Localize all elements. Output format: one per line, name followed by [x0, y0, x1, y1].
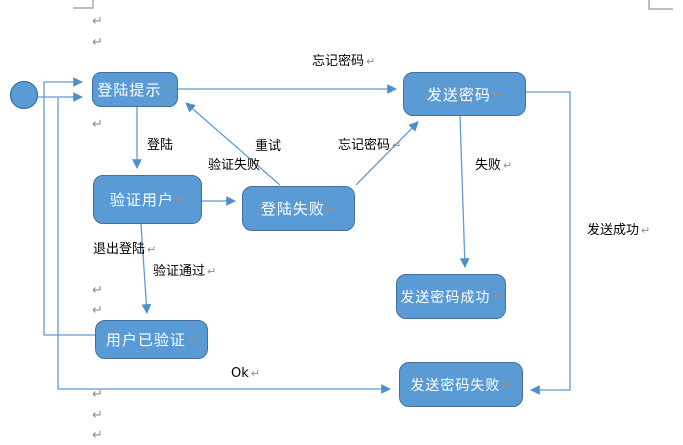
state-login-prompt[interactable]: 登陆提示↵ — [92, 72, 178, 107]
edge-label-forgot-password-top[interactable]: 忘记密码↵ — [312, 54, 376, 69]
edge-login-failed-to-login-prompt[interactable] — [185, 102, 281, 186]
paragraph-return-mark: ↵ — [250, 367, 260, 380]
edge-label-verify-passed[interactable]: 验证通过↵ — [153, 264, 217, 279]
state-send-password-success[interactable]: 发送密码成功↵ — [396, 274, 506, 319]
state-send-password[interactable]: 发送密码↵ — [403, 72, 526, 116]
state-login-failed[interactable]: 登陆失败↵ — [242, 186, 355, 231]
edge-label-ok[interactable]: Ok↵ — [231, 366, 260, 381]
paragraph-return-mark: ↵ — [502, 378, 512, 391]
text-boundary-corner-left — [73, 0, 94, 9]
text-boundary-corner-right — [648, 0, 673, 10]
state-label: 验证用户 — [109, 191, 174, 209]
state-label: 登陆失败 — [260, 200, 325, 218]
state-verify-user[interactable]: 验证用户↵ — [93, 175, 202, 224]
state-label: 用户已验证 — [105, 331, 186, 349]
edge-login-failed-to-send-password[interactable] — [355, 121, 419, 186]
paragraph-return-mark: ↵ — [147, 243, 157, 256]
paragraph-return-mark: ↵ — [175, 193, 186, 206]
edge-send-password-to-send-password-success[interactable] — [459, 115, 470, 268]
paragraph-return-mark: ↵ — [92, 387, 103, 402]
paragraph-return-mark: ↵ — [92, 283, 103, 298]
paragraph-return-mark: ↵ — [503, 159, 513, 172]
paragraph-return-mark: ↵ — [92, 35, 103, 50]
edge-label-exit-login[interactable]: 退出登陆↵ — [93, 242, 157, 257]
edge-send-password-to-send-password-failed[interactable] — [526, 91, 571, 395]
paragraph-return-mark: ↵ — [92, 117, 103, 132]
paragraph-return-mark: ↵ — [207, 265, 217, 278]
edge-start-to-send-password-failed[interactable] — [57, 97, 391, 394]
edge-label-retry[interactable]: 重试 — [255, 139, 282, 154]
state-label: 发送密码 — [426, 85, 491, 104]
edge-verify-user-to-user-verified[interactable] — [140, 223, 152, 314]
state-label: 发送密码失败 — [410, 377, 501, 394]
paragraph-return-mark: ↵ — [187, 333, 198, 346]
paragraph-return-mark: ↵ — [163, 83, 173, 96]
state-user-verified[interactable]: 用户已验证↵ — [95, 320, 208, 359]
state-send-password-failed[interactable]: 发送密码失败↵ — [399, 362, 523, 407]
paragraph-return-mark: ↵ — [492, 87, 503, 101]
edge-label-forgot-password-mid[interactable]: 忘记密码↵ — [338, 138, 402, 153]
paragraph-return-mark: ↵ — [392, 139, 402, 152]
paragraph-return-mark: ↵ — [92, 408, 103, 423]
paragraph-return-mark: ↵ — [92, 428, 103, 443]
edge-user-verified-to-login-prompt[interactable] — [43, 77, 95, 336]
paragraph-return-mark: ↵ — [366, 55, 376, 68]
paragraph-return-mark: ↵ — [492, 290, 502, 303]
edge-label-login[interactable]: 登陆 — [147, 138, 174, 153]
state-label: 登陆提示 — [97, 81, 162, 99]
paragraph-return-mark: ↵ — [326, 202, 337, 215]
paragraph-return-mark: ↵ — [641, 224, 651, 237]
initial-state-node[interactable] — [9, 80, 39, 110]
edge-label-send-success[interactable]: 发送成功↵ — [587, 223, 651, 238]
paragraph-return-mark: ↵ — [92, 303, 103, 318]
paragraph-return-mark: ↵ — [92, 14, 103, 29]
edge-label-failed[interactable]: 失败↵ — [475, 158, 513, 173]
state-label: 发送密码成功 — [400, 289, 491, 306]
edge-label-verify-failed[interactable]: 验证失败 — [208, 158, 261, 173]
